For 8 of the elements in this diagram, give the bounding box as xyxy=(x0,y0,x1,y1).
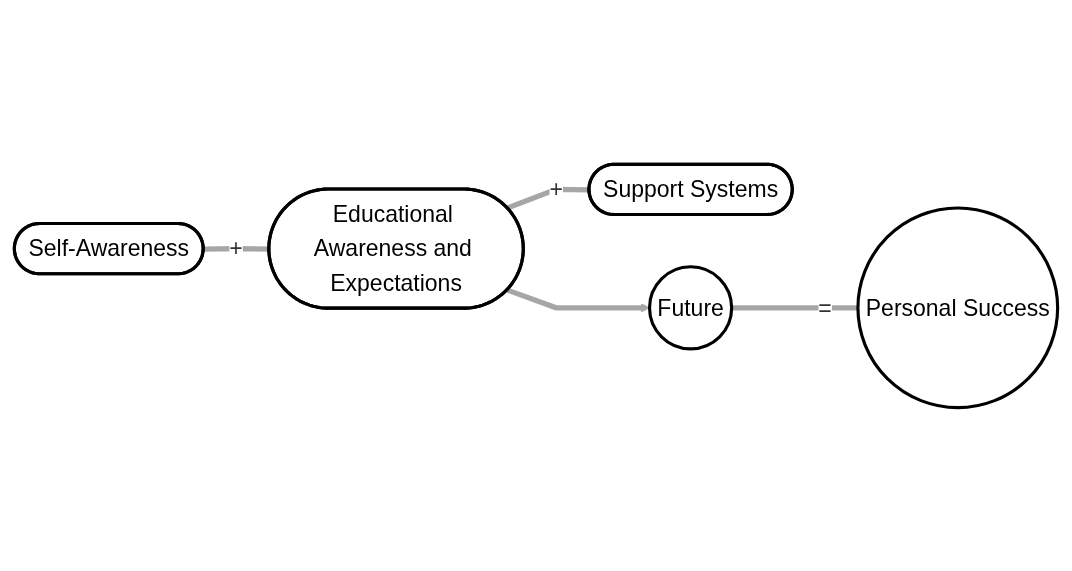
edge-label: + xyxy=(549,175,563,202)
connector xyxy=(203,245,270,252)
connector xyxy=(506,186,590,211)
node-circle: Future xyxy=(647,264,734,350)
node-circle: Personal Success xyxy=(856,205,1060,409)
connector xyxy=(731,304,858,310)
edge-label: + xyxy=(229,235,243,262)
edge-label: = xyxy=(818,294,832,321)
